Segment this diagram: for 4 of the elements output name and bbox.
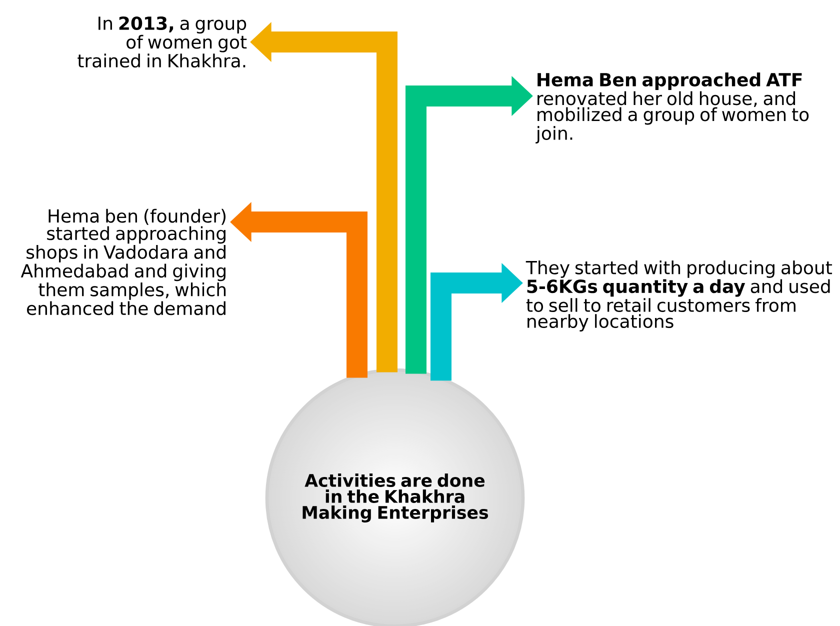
callout-text: They started with producing about 5-6KGs quantity a day and used to sell to retail customers from nearby locations [526,260,832,332]
callout-text: Hema Ben approached ATF renovated her old house, and mobilized a group of women to join. [536,72,809,144]
callout-text: Hema ben (founder) started approaching shops in Vadodara and Ahmedabad and giving them samples, which enhanced the demand [20,208,226,316]
callout-text: In 2013, a group of women got trained in Khakhra. [78,16,247,68]
